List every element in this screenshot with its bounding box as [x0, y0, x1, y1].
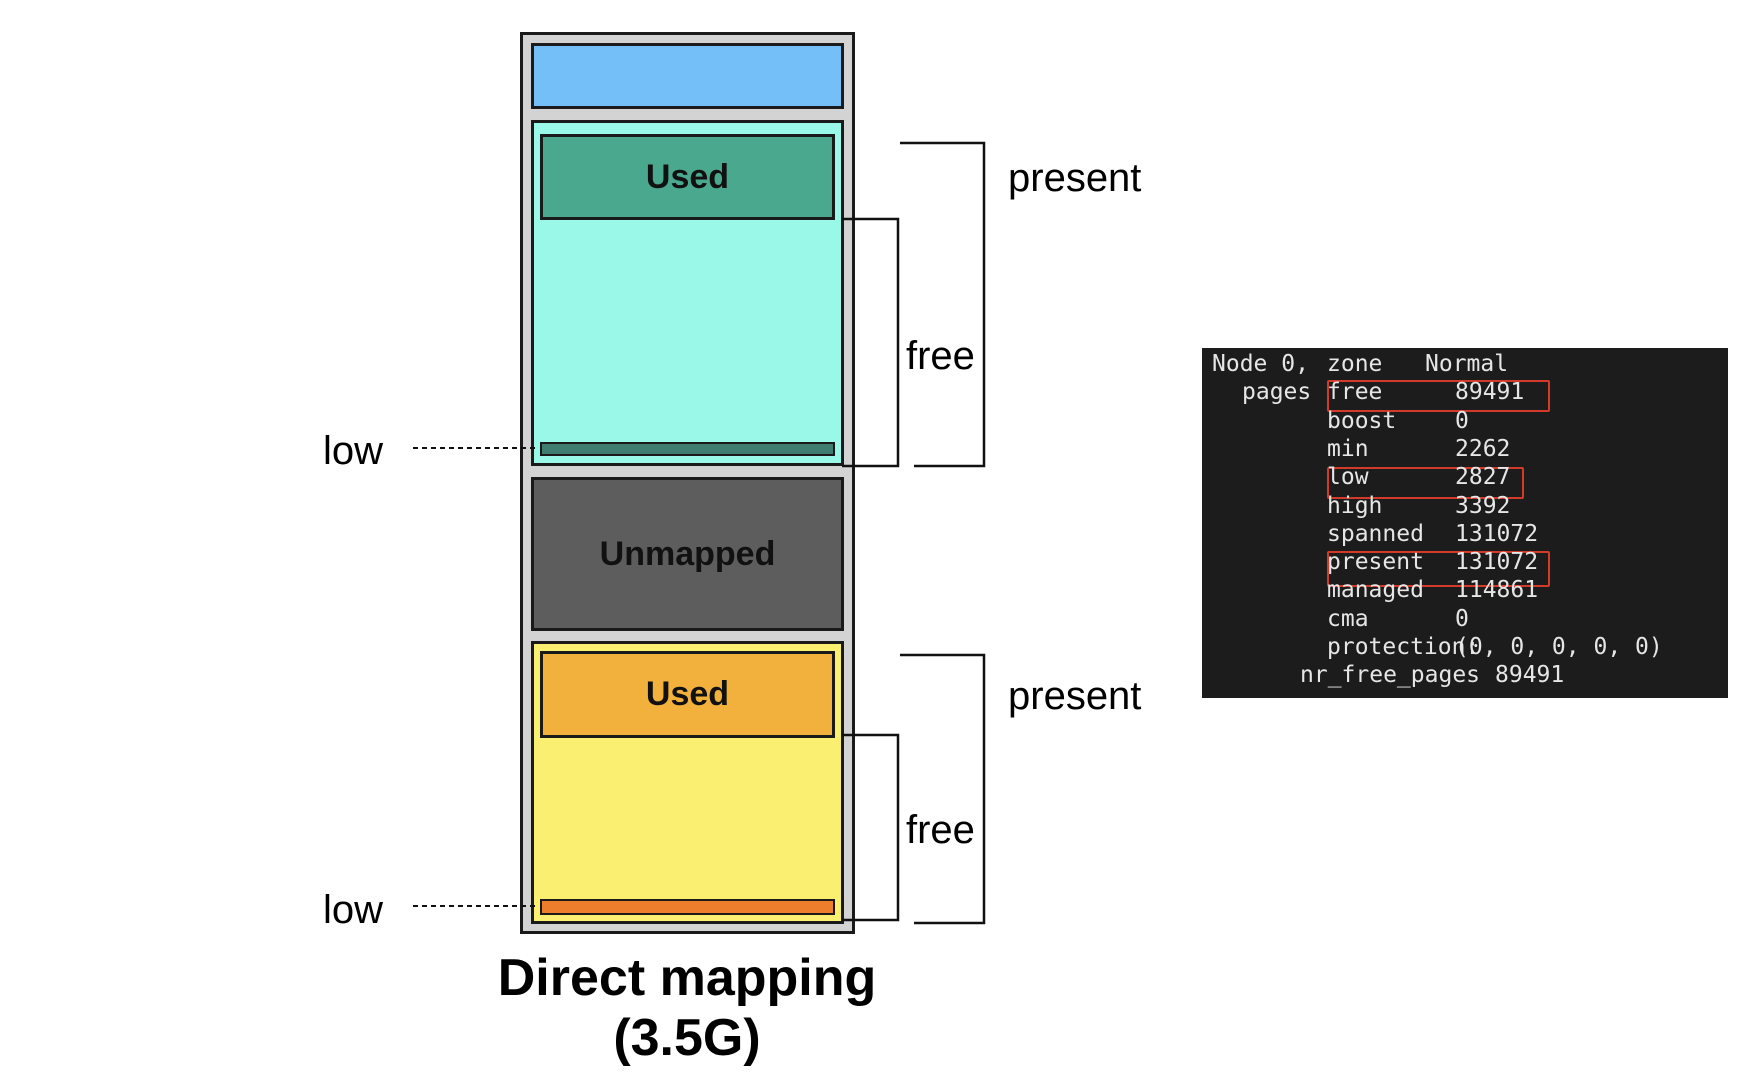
terminal-col-key: free — [1327, 379, 1383, 406]
terminal-col-key: boost — [1327, 407, 1397, 434]
present-label-bottom: present — [1008, 674, 1142, 718]
used-label-top: Used — [645, 157, 730, 196]
terminal-col-value: 131072 — [1455, 549, 1539, 576]
used-label-bottom: Used — [645, 675, 730, 713]
terminal-col-key: spanned — [1327, 520, 1424, 547]
unmapped-label: Unmapped — [599, 534, 776, 573]
terminal-line: Node 0, zone Normal — [1202, 350, 1728, 378]
low-watermark-bar-top — [540, 442, 835, 456]
used-region-bottom: Used — [540, 651, 835, 738]
present-label-top: present — [1008, 156, 1142, 200]
diagram-title: Direct mapping (3.5G) — [437, 948, 937, 1068]
free-label-top: free — [906, 334, 975, 378]
terminal-col-key: min — [1327, 435, 1369, 462]
top-region-block — [531, 43, 844, 109]
terminal-line: pages free 89491 — [1202, 378, 1728, 406]
terminal-col-key: present — [1327, 549, 1424, 576]
low-watermark-bar-bottom — [540, 899, 835, 915]
free-bracket-bottom — [842, 733, 900, 922]
highlight-present — [1327, 551, 1550, 587]
terminal-col-key: protection: — [1327, 634, 1480, 660]
used-region-top: Used — [540, 134, 835, 220]
terminal-col-key: managed — [1327, 577, 1424, 604]
terminal-line: high 3392 — [1202, 492, 1728, 520]
unmapped-region: Unmapped — [531, 477, 844, 631]
terminal-line: protection:(0, 0, 0, 0, 0) — [1202, 633, 1728, 661]
terminal-line: present 131072 — [1202, 548, 1728, 576]
terminal-col-value: 3392 — [1455, 492, 1511, 519]
terminal-col-key: cma — [1327, 605, 1369, 632]
terminal-line: min 2262 — [1202, 435, 1728, 463]
terminal-col-key: high — [1327, 492, 1383, 519]
terminal-line: nr_free_pages 89491 — [1202, 661, 1728, 689]
low-label-bottom: low — [323, 888, 384, 932]
terminal-col-node: Node 0, — [1212, 351, 1309, 377]
diagram-title-line1: Direct mapping — [497, 949, 877, 1007]
terminal-col-key: low — [1327, 464, 1369, 491]
free-label-bottom: free — [906, 808, 975, 852]
present-bracket-top — [900, 141, 986, 468]
terminal-col-node: pages — [1242, 379, 1312, 406]
terminal-col-value: Normal — [1425, 351, 1509, 377]
terminal-col-value: 89491 — [1495, 662, 1565, 689]
diagram-title-line2: (3.5G) — [613, 1009, 761, 1067]
terminal-col-value: 131072 — [1455, 520, 1539, 547]
terminal-col-key: nr_free_pages — [1300, 662, 1481, 689]
terminal-line: spanned 131072 — [1202, 520, 1728, 548]
terminal-line: managed 114861 — [1202, 576, 1728, 604]
present-bracket-bottom — [900, 653, 986, 925]
terminal-col-key: zone — [1327, 351, 1383, 377]
terminal-col-value: 2827 — [1455, 464, 1511, 491]
terminal-col-value: 89491 — [1455, 379, 1525, 406]
low-label-top: low — [323, 429, 384, 473]
terminal-col-value: 2262 — [1455, 435, 1511, 462]
free-bracket-top — [842, 217, 900, 468]
terminal-col-value: 0 — [1455, 605, 1469, 632]
terminal-line: cma 0 — [1202, 605, 1728, 633]
terminal-col-value: 114861 — [1455, 577, 1539, 604]
terminal-line: boost 0 — [1202, 407, 1728, 435]
terminal-line: low 2827 — [1202, 463, 1728, 491]
terminal-col-value: (0, 0, 0, 0, 0) — [1455, 634, 1663, 660]
highlight-free — [1327, 380, 1550, 412]
terminal-col-value: 0 — [1455, 407, 1469, 434]
highlight-low — [1327, 467, 1524, 499]
